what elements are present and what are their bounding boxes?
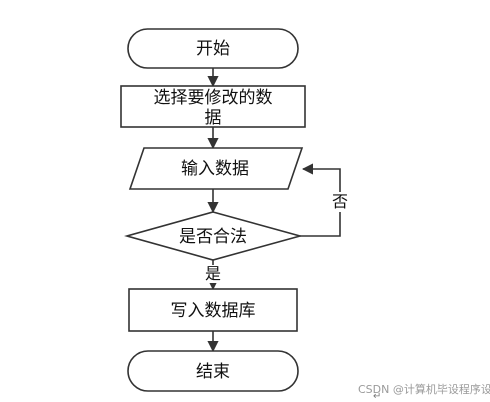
start-label: 开始 [196,39,230,59]
end-terminator [127,350,299,392]
decision-label: 是否合法 [179,227,247,247]
input-label: 输入数据 [181,159,249,179]
return-mark: ↵ [373,391,382,402]
write-label: 写入数据库 [171,301,256,321]
input-data-parallelogram [128,147,304,190]
yes-label: 是 [205,264,221,283]
select-label-line1: 选择要修改的数 [154,88,273,108]
yes-label-bg [204,265,222,283]
no-label-bg [331,192,349,212]
select-process [120,85,306,128]
no-label: 否 [332,192,348,211]
csdn-watermark: CSDN @计算机毕设程序设计 [358,383,490,396]
select-label-line2: 据 [205,108,222,128]
end-label: 结束 [196,362,230,382]
